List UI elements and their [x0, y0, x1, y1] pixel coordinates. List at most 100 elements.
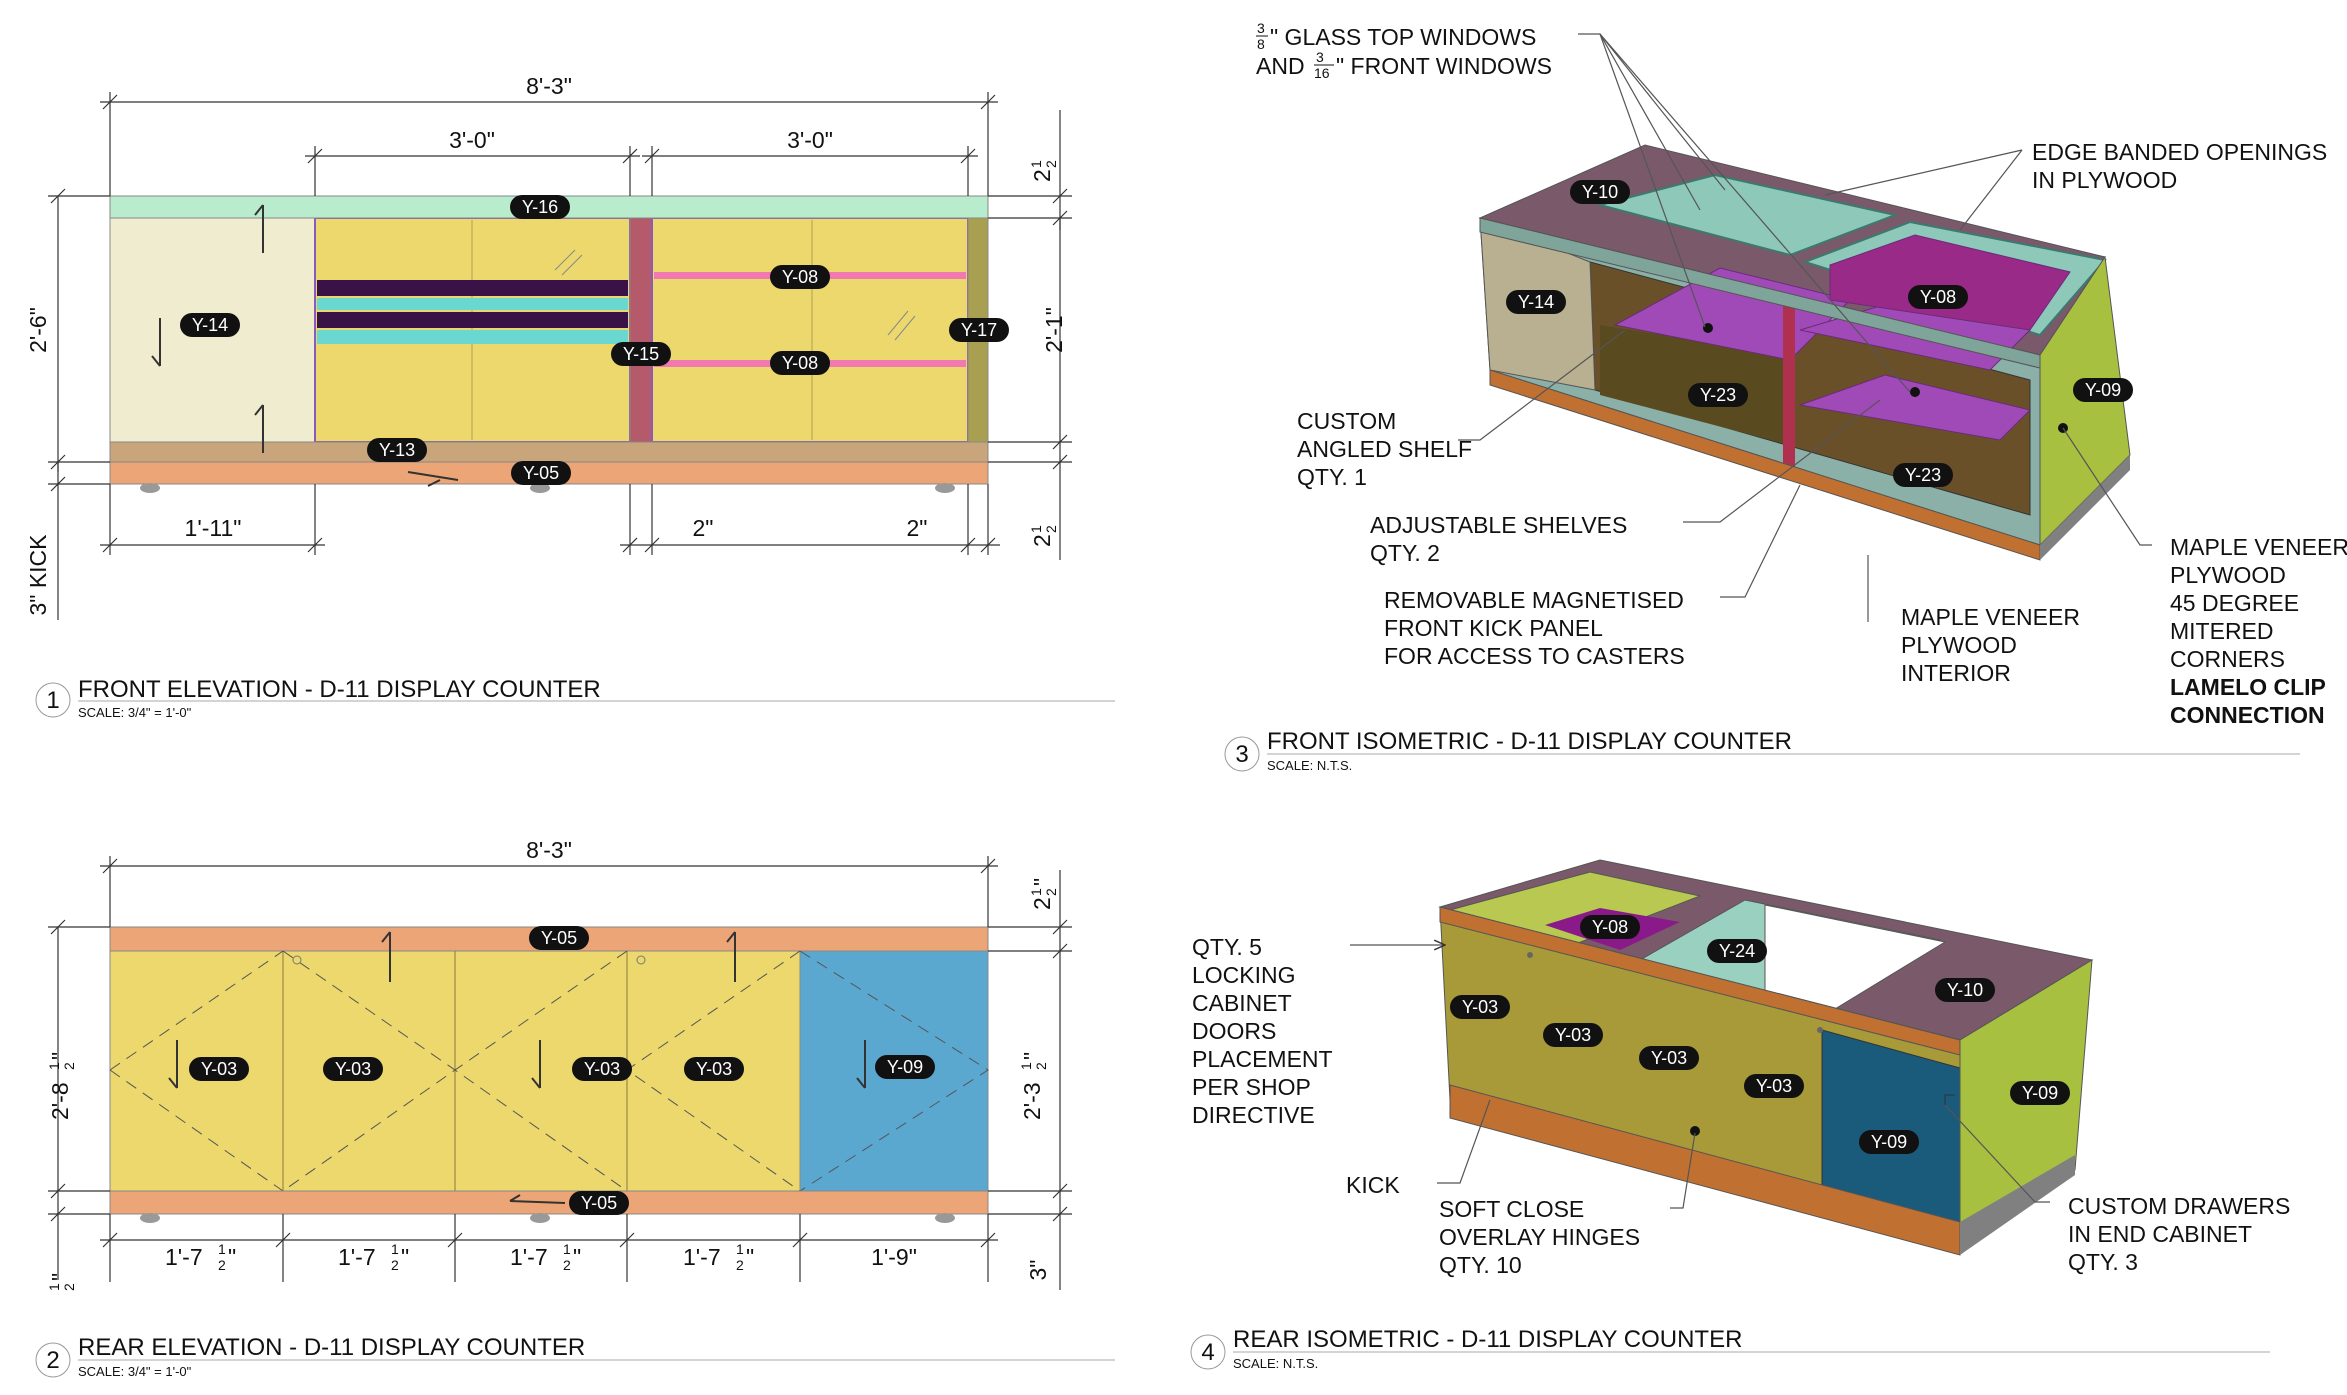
- svg-text:QTY. 1: QTY. 1: [1297, 464, 1367, 490]
- svg-text:Y-05: Y-05: [581, 1193, 617, 1213]
- svg-text:1: 1: [736, 1241, 744, 1257]
- inner-height: 2'-1": [1041, 307, 1067, 353]
- overall-width: 8'-3": [526, 73, 572, 99]
- svg-text:DOORS: DOORS: [1192, 1018, 1276, 1044]
- tag-y10: Y-10: [1570, 180, 1630, 204]
- svg-text:Y-08: Y-08: [782, 353, 818, 373]
- top-rail: [1439, 906, 1961, 1056]
- note-drawers: CUSTOM DRAWERS IN END CABINET QTY. 3: [2068, 1193, 2290, 1275]
- note-kick: KICK: [1346, 1172, 1400, 1198]
- overall-height: 2'-6": [25, 307, 51, 353]
- tag-y08: Y-08: [770, 265, 830, 289]
- leader-dot: [1703, 323, 1713, 333]
- shelf-band: [317, 330, 628, 344]
- svg-text:DIRECTIVE: DIRECTIVE: [1192, 1102, 1315, 1128]
- svg-text:": ": [228, 1244, 236, 1270]
- svg-text:2: 2: [1043, 160, 1059, 168]
- svg-text:": ": [47, 1052, 73, 1060]
- tag-y09: Y-09: [1859, 1130, 1919, 1154]
- dimension-lines: [48, 856, 1072, 1290]
- svg-text:45 DEGREE: 45 DEGREE: [2170, 590, 2299, 616]
- tag-y08: Y-08: [1908, 285, 1968, 309]
- left-height-dim: 2'-8 1 2 ": [46, 1052, 77, 1120]
- view-scale: SCALE: N.T.S.: [1267, 758, 1352, 773]
- tag-y03: Y-03: [684, 1057, 744, 1081]
- swing-symbol: [531, 1040, 541, 1089]
- drawer-arrow: [1944, 1094, 1955, 1105]
- svg-text:Y-03: Y-03: [1756, 1076, 1792, 1096]
- svg-text:2: 2: [1029, 169, 1055, 182]
- view-number-circle: [35, 1342, 71, 1378]
- view-title: REAR ISOMETRIC - D-11 DISPLAY COUNTER: [1233, 1326, 1742, 1353]
- svg-text:IN PLYWOOD: IN PLYWOOD: [2032, 167, 2177, 193]
- tag-y10: Y-10: [1935, 978, 1995, 1002]
- svg-text:QTY. 10: QTY. 10: [1439, 1252, 1522, 1278]
- note-locking-doors: QTY. 5 LOCKING CABINET DOORS PLACEMENT P…: [1192, 934, 1333, 1128]
- right-height-dim: 2'-3 1 2 ": [1018, 1052, 1049, 1120]
- leader-lines: [1350, 945, 2050, 1209]
- svg-text:1'-7: 1'-7: [683, 1244, 721, 1270]
- view-scale: SCALE: N.T.S.: [1233, 1356, 1318, 1371]
- tag-y08: Y-08: [770, 351, 830, 375]
- svg-text:PER SHOP: PER SHOP: [1192, 1074, 1311, 1100]
- svg-text:Y-03: Y-03: [1462, 997, 1498, 1017]
- view-number-circle: [1224, 736, 1260, 772]
- svg-text:": ": [401, 1244, 409, 1270]
- tag-y03: Y-03: [1543, 1023, 1603, 1047]
- tag-y03: Y-03: [189, 1057, 249, 1081]
- svg-text:FOR ACCESS TO CASTERS: FOR ACCESS TO CASTERS: [1384, 643, 1685, 669]
- svg-text:Y-09: Y-09: [2022, 1083, 2058, 1103]
- top-offset-dim: 2 1 2 ": [1028, 878, 1059, 910]
- tag-y03: Y-03: [1639, 1046, 1699, 1070]
- front-isometric: Y-10 Y-14 Y-08 Y-23 Y-23 Y-09 3 8 " GLAS…: [1224, 20, 2347, 773]
- svg-text:MITERED: MITERED: [2170, 618, 2274, 644]
- shelf-band: [317, 312, 628, 328]
- svg-text:3: 3: [1316, 49, 1324, 65]
- shelf-band: [317, 280, 628, 296]
- svg-text:QTY. 5: QTY. 5: [1192, 934, 1262, 960]
- svg-text:1: 1: [1028, 888, 1044, 896]
- svg-text:CABINET: CABINET: [1192, 990, 1292, 1016]
- svg-text:MAPLE VENEER: MAPLE VENEER: [1901, 604, 2080, 630]
- svg-text:1: 1: [46, 1062, 62, 1070]
- svg-text:" GLASS TOP WINDOWS: " GLASS TOP WINDOWS: [1270, 24, 1536, 50]
- lock-symbol: [636, 955, 646, 965]
- view-number-circle: [1190, 1334, 1226, 1370]
- svg-text:CUSTOM: CUSTOM: [1297, 408, 1396, 434]
- tag-y03: Y-03: [1450, 995, 1510, 1019]
- svg-text:Y-10: Y-10: [1947, 980, 1983, 1000]
- view-scale: SCALE: 3/4" = 1'-0": [78, 705, 192, 720]
- svg-text:Y-17: Y-17: [961, 320, 997, 340]
- svg-text:Y-05: Y-05: [523, 463, 559, 483]
- svg-text:Y-03: Y-03: [584, 1059, 620, 1079]
- note-interior: MAPLE VENEER PLYWOOD INTERIOR: [1901, 604, 2080, 686]
- leader-dot: [1910, 387, 1920, 397]
- swing-symbol: [381, 931, 391, 982]
- svg-text:AND: AND: [1256, 53, 1305, 79]
- rear-isometric: Y-08 Y-24 Y-10 Y-03 Y-03 Y-03 Y-03 Y-09 …: [1190, 859, 2290, 1371]
- swing-symbol: [254, 404, 264, 453]
- shelf-band: [317, 298, 628, 310]
- svg-text:": ": [746, 1244, 754, 1270]
- tag-y05: Y-05: [569, 1191, 629, 1215]
- svg-text:" FRONT WINDOWS: " FRONT WINDOWS: [1336, 53, 1552, 79]
- swing-symbol: [726, 931, 736, 982]
- svg-text:": ": [1029, 878, 1055, 886]
- svg-text:1'-7: 1'-7: [338, 1244, 376, 1270]
- swing-symbol: [407, 471, 459, 487]
- svg-text:QTY. 2: QTY. 2: [1370, 540, 1440, 566]
- note-exterior: MAPLE VENEER PLYWOOD 45 DEGREE MITERED C…: [2170, 534, 2347, 728]
- width-dim-5: 1'-9": [871, 1244, 917, 1270]
- leader-dot: [1690, 1126, 1700, 1136]
- svg-text:2: 2: [1029, 534, 1055, 547]
- svg-text:PLYWOOD: PLYWOOD: [1901, 632, 2017, 658]
- tag-y08: Y-08: [1580, 915, 1640, 939]
- glare-mark: [887, 310, 916, 341]
- svg-text:Y-09: Y-09: [1871, 1132, 1907, 1152]
- tag-y17: Y-17: [949, 318, 1009, 342]
- svg-text:Y-14: Y-14: [192, 315, 228, 335]
- side-kick: [2040, 455, 2130, 560]
